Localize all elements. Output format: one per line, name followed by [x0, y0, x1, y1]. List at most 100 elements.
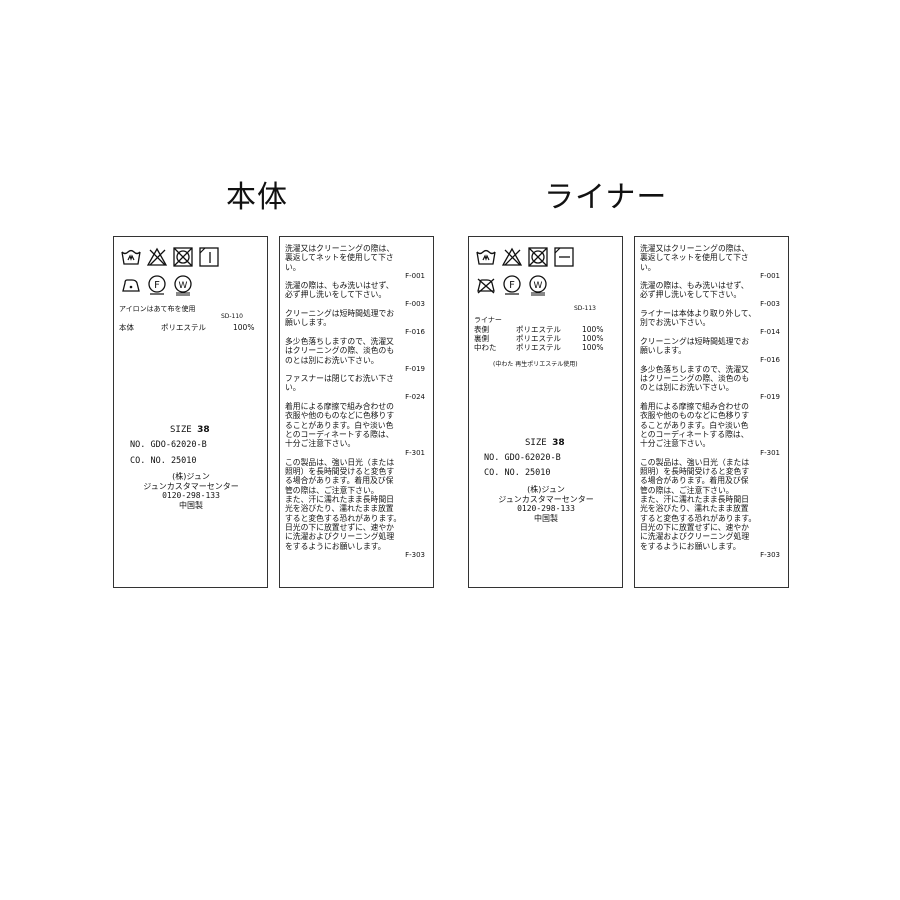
no-bleach-icon — [146, 246, 168, 268]
care-text-line: はクリーニングの際、淡色のも — [640, 374, 750, 384]
material-percent: 100% — [582, 325, 604, 334]
size-value: 38 — [552, 438, 565, 448]
care-text-line: ることがあります。白や淡い色 — [285, 420, 394, 430]
material-part: 中わた — [474, 343, 497, 352]
care-text-line: る場合があります。着用及び保 — [640, 476, 749, 486]
care-text-line: に洗濯およびクリーニング処理 — [285, 532, 395, 542]
care-text-line: 着用による摩擦で組み合わせの — [640, 402, 749, 412]
care-text-line: る場合があります。着用及び保 — [285, 476, 394, 486]
care-text-line: すると変色する恐れがあります。 — [640, 513, 757, 523]
care-text-line: い。 — [640, 262, 656, 272]
care-text-line: 洗濯又はクリーニングの際は、 — [285, 244, 395, 253]
no-bleach-icon — [501, 246, 523, 268]
dry-clean-f-icon: F — [146, 274, 168, 296]
care-text-line: 照明）を長時間受けると変色す — [285, 467, 395, 477]
care-code: F-301 — [405, 448, 425, 457]
care-text-line: い。 — [285, 383, 301, 393]
care-text-line: 必ず押し洗いをして下さい。 — [640, 290, 742, 300]
material-name: ポリエステル — [161, 323, 206, 332]
company-name: (株)ジュン — [527, 485, 565, 494]
liner-label-front: F W SD-113 ライナー 表側 ポリエステル 100% 裏側 ポリエステル… — [468, 236, 623, 588]
care-code: F-019 — [405, 364, 425, 373]
svg-text:W: W — [534, 281, 543, 291]
care-text-line: をするようにお願いします。 — [640, 541, 741, 551]
care-text-line: 日光の下に放置せずに、速やか — [640, 522, 749, 532]
flat-dry-shade-icon — [553, 246, 575, 268]
material-percent: 100% — [582, 334, 604, 343]
co-number: CO. NO. 25010 — [484, 468, 551, 478]
size-label: SIZE — [170, 425, 192, 435]
care-text-line: をするようにお願いします。 — [285, 541, 386, 551]
care-text-line: この製品は、強い日光（または — [285, 457, 395, 467]
material-row: 本体 ポリエステル 100% — [119, 323, 254, 333]
care-code: F-003 — [405, 299, 425, 308]
care-text-line: 願いします。 — [285, 318, 332, 328]
line-dry-shade-icon — [198, 246, 220, 268]
body-label-front: F W アイロンはあて布を使用 SD-110 本体 ポリエステル 100% SI… — [113, 236, 268, 588]
care-text-line: 必ず押し洗いをして下さい。 — [285, 290, 387, 300]
care-text-line: 願いします。 — [640, 346, 687, 356]
size-value: 38 — [197, 425, 210, 435]
care-text-line: とのコーディネートする際は、 — [285, 429, 394, 439]
care-text-line: すると変色する恐れがあります。 — [285, 513, 402, 523]
care-text-line: 別でお洗い下さい。 — [640, 318, 711, 328]
size-label: SIZE — [525, 438, 547, 448]
care-text-line: 管の際は、ご注意下さい。 — [640, 485, 734, 495]
no-iron-icon — [475, 274, 497, 296]
care-text-line: 多少色落ちしますので、洗濯又 — [285, 336, 394, 346]
care-text-line: 洗濯又はクリーニングの際は、 — [640, 244, 750, 253]
care-text-line: 着用による摩擦で組み合わせの — [285, 402, 394, 412]
heading-body: 本体 — [226, 180, 288, 215]
care-text-line: 光を浴びたり、濡れたまま放置 — [285, 504, 394, 514]
iron-note: アイロンはあて布を使用 — [119, 305, 196, 313]
size-line: SIZE 38 — [170, 425, 210, 435]
care-text-line: のとは別にお洗い下さい。 — [640, 383, 734, 393]
material-name: ポリエステル — [516, 334, 561, 343]
care-code: F-024 — [405, 392, 425, 401]
care-code: F-016 — [405, 327, 425, 336]
care-text-line: に洗濯およびクリーニング処理 — [640, 532, 750, 542]
manufacturer-block: (株)ジュン ジュンカスタマーセンター 0120-298-133 中国製 — [116, 472, 266, 510]
svg-text:F: F — [509, 280, 515, 291]
care-text-line: 十分ご注意下さい。 — [640, 439, 711, 449]
care-code: F-301 — [760, 448, 780, 457]
label-code: SD-113 — [573, 305, 596, 312]
phone-number: 0120-298-133 — [162, 491, 220, 500]
care-text-line: 裏返してネットを使用して下さ — [285, 253, 394, 263]
care-text-line: とのコーディネートする際は、 — [640, 429, 749, 439]
wet-clean-w-icon: W — [172, 274, 194, 296]
care-text-line: また、汗に濡れたまま長時間日 — [640, 495, 749, 505]
liner-title: ライナー — [474, 316, 502, 324]
svg-text:W: W — [179, 281, 188, 291]
care-code: F-019 — [760, 392, 780, 401]
care-text-line: ることがあります。白や淡い色 — [640, 420, 749, 430]
material-part: 本体 — [119, 323, 134, 332]
wet-clean-w-icon: W — [527, 274, 549, 296]
customer-center: ジュンカスタマーセンター — [498, 494, 594, 504]
care-code: F-303 — [760, 550, 780, 559]
company-name: (株)ジュン — [172, 472, 210, 481]
wash-basin-hand-wash-icon — [120, 246, 142, 268]
care-code: F-016 — [760, 355, 780, 364]
product-number: NO. GDO-62020-B — [484, 453, 561, 463]
no-tumble-dry-icon — [527, 246, 549, 268]
care-code: F-003 — [760, 299, 780, 308]
label-code: SD-110 — [220, 313, 243, 320]
care-text-line: 裏返してネットを使用して下さ — [640, 253, 749, 263]
wash-basin-hand-wash-icon — [475, 246, 497, 268]
material-percent: 100% — [233, 323, 255, 332]
care-code: F-001 — [760, 271, 780, 280]
material-row: 表側 ポリエステル 100% — [474, 325, 603, 335]
co-number: CO. NO. 25010 — [130, 456, 197, 466]
care-text-line: 衣服や他のものなどに色移りす — [285, 411, 395, 421]
material-percent: 100% — [582, 343, 604, 352]
svg-text:F: F — [154, 280, 160, 291]
care-text-line: 衣服や他のものなどに色移りす — [640, 411, 750, 421]
care-text-line: 多少色落ちしますので、洗濯又 — [640, 364, 749, 374]
care-text-line: はクリーニングの際、淡色のも — [285, 346, 395, 356]
material-part: 裏側 — [474, 334, 489, 343]
